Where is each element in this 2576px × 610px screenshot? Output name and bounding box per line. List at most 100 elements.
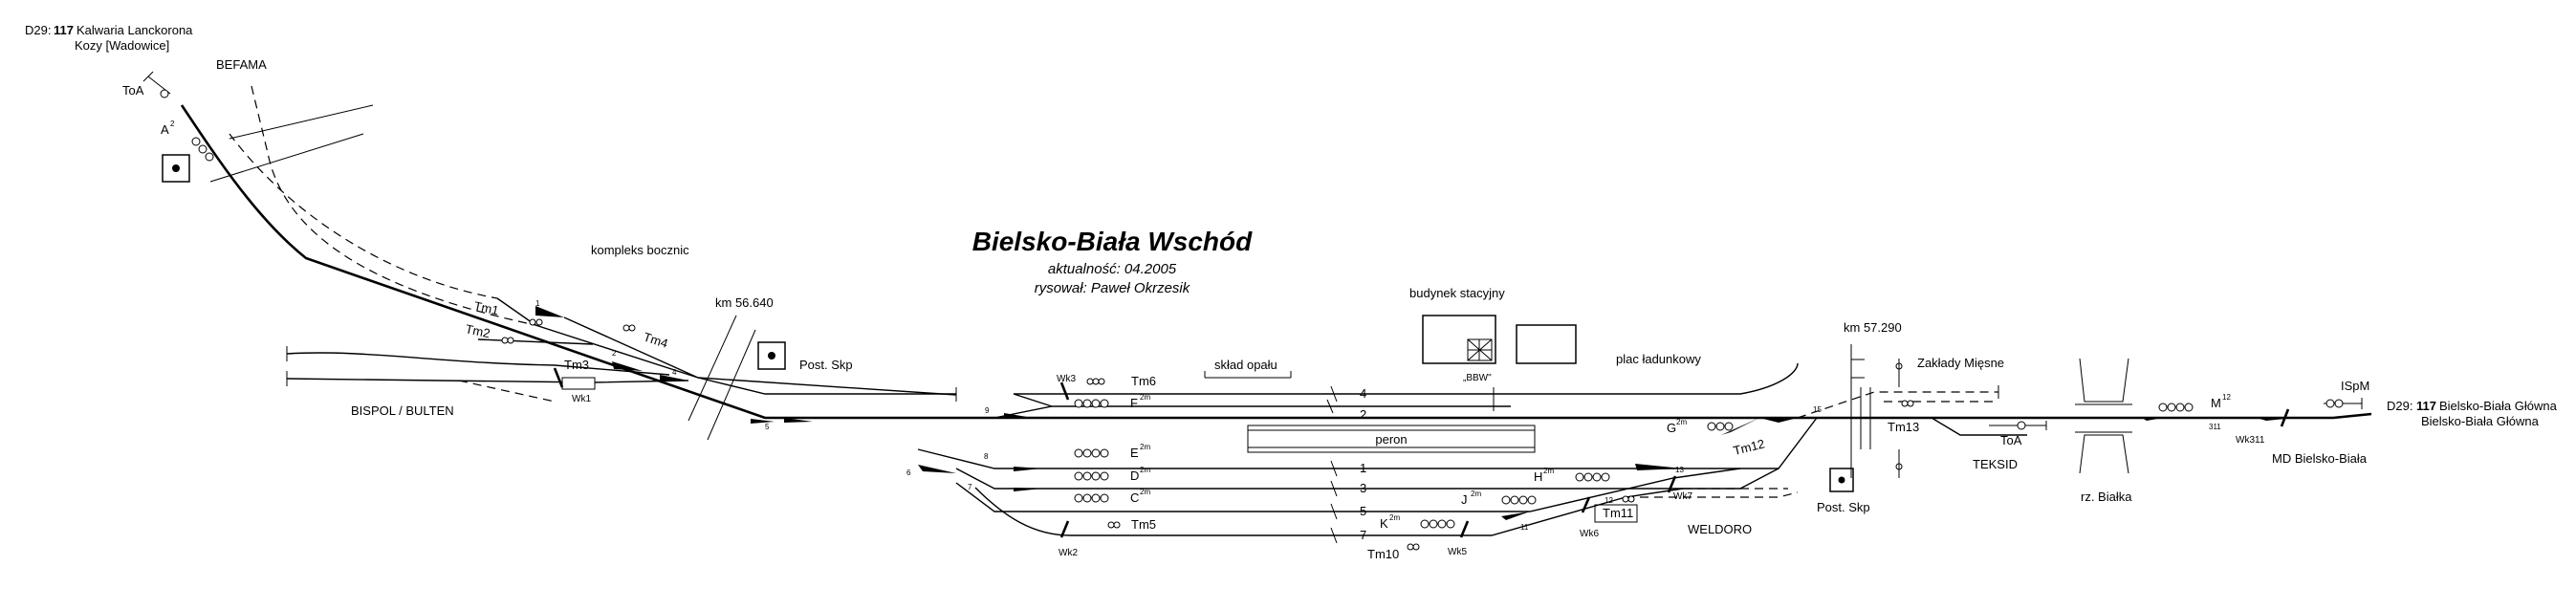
signal-d-group: D 2m xyxy=(1074,466,1150,483)
buffer-bispol-2 xyxy=(286,371,293,386)
river-label: rz. Białka xyxy=(2081,490,2132,504)
main-track-east-end xyxy=(2332,412,2372,420)
tm11-box xyxy=(1594,504,1638,523)
weldoro-label: WELDORO xyxy=(1688,522,1752,536)
ispm-label: ISpM xyxy=(2341,379,2369,393)
toa-west-label: ToA xyxy=(122,83,144,98)
signal-e-label: E xyxy=(1130,446,1139,460)
signal-e-sup: 2m xyxy=(1140,443,1150,451)
track-3-number: 3 xyxy=(1360,481,1366,495)
track-1 xyxy=(917,417,1818,469)
wk5-label: Wk5 xyxy=(1448,547,1467,557)
siding-weldoro xyxy=(1626,491,1799,498)
switch-6: 6 xyxy=(906,468,911,477)
switch-12: 12 xyxy=(1605,496,1613,505)
bispol-label: BISPOL / BULTEN xyxy=(351,403,454,418)
kompleks-label: kompleks bocznic xyxy=(591,243,689,257)
zaklady-posts xyxy=(1851,359,1865,379)
track-7 xyxy=(974,487,1684,536)
switch-15: 15 xyxy=(1813,405,1822,414)
plac-label: plac ładunkowy xyxy=(1616,352,1701,366)
signal-g-label: G xyxy=(1667,421,1676,435)
platform-lines xyxy=(1248,429,1535,448)
tm10-label: Tm10 xyxy=(1367,547,1399,561)
buffer-bispol-1 xyxy=(286,346,293,361)
river-bridge xyxy=(2075,358,2132,474)
sklad-opalu-underline xyxy=(1204,371,1292,379)
km-east: km 57.290 xyxy=(1844,320,1902,335)
tm5-label: Tm5 xyxy=(1131,517,1156,532)
page-title: Bielsko-Biała Wschód xyxy=(972,227,1253,256)
switch-2: 2 xyxy=(612,349,617,358)
siding-skp xyxy=(697,377,957,396)
siding-zaklady xyxy=(1797,391,1998,419)
bbw-label: „BBW" xyxy=(1463,373,1492,383)
author-text: rysował: Paweł Okrzesik xyxy=(1035,280,1191,296)
signal-m-sup: 12 xyxy=(2222,393,2231,402)
signal-a-sup: 2 xyxy=(170,120,175,128)
toa-east-label: ToA xyxy=(2000,433,2022,447)
wk3-label: Wk3 xyxy=(1057,374,1076,384)
siding-befama xyxy=(251,85,536,326)
tm12-label: Tm12 xyxy=(1732,436,1766,458)
switch-311: 311 xyxy=(2209,423,2221,431)
post-skp-west-label: Post. Skp xyxy=(799,358,853,372)
track-1-number: 1 xyxy=(1360,461,1366,475)
signal-c-sup: 2m xyxy=(1140,488,1150,496)
switch-5: 5 xyxy=(765,423,770,431)
signal-f-group: F 2m xyxy=(1074,393,1150,410)
line-west-name2: Kozy [Wadowice] xyxy=(75,38,169,53)
fouling-marks xyxy=(1326,385,1338,544)
zaklady-label: Zakłady Mięsne xyxy=(1917,356,2004,370)
signal-c-group: C 2m xyxy=(1074,488,1150,505)
main-track xyxy=(180,104,2333,420)
line-label-east: D29: 117 Bielsko-Biała Główna Bielsko-Bi… xyxy=(2387,399,2558,428)
tm3-box xyxy=(561,377,596,390)
signal-g-group: G 2m xyxy=(1667,418,1734,435)
tm3-label: Tm3 xyxy=(564,358,589,372)
signal-d-sup: 2m xyxy=(1140,466,1150,474)
tm1-label: Tm1 xyxy=(472,298,500,317)
road-crossing-west-1 xyxy=(209,104,374,183)
signal-f-label: F xyxy=(1130,396,1138,410)
line-east-name: Bielsko-Biała Główna xyxy=(2439,399,2558,413)
track-4-main xyxy=(1013,362,1799,407)
signal-f-sup: 2m xyxy=(1140,393,1150,402)
tm4-label: Tm4 xyxy=(642,330,669,351)
signal-m-label: M xyxy=(2211,396,2221,410)
track-7-number: 7 xyxy=(1360,528,1366,542)
track-bispol-1 xyxy=(286,352,670,376)
signal-e-group: E 2m xyxy=(1074,443,1150,460)
switch-7: 7 xyxy=(968,483,972,491)
line-west-name: Kalwaria Lanckorona xyxy=(76,23,193,37)
signal-ispm-group: ISpM xyxy=(2324,379,2369,409)
platform-label: peron xyxy=(1375,432,1407,447)
line-west-prefix: D29: xyxy=(25,23,51,37)
line-east-prefix: D29: xyxy=(2387,399,2412,413)
track-bispol-2 xyxy=(286,378,689,383)
wk7-label: Wk7 xyxy=(1673,491,1692,502)
signal-k-sup: 2m xyxy=(1389,513,1400,522)
line-east-number: 117 xyxy=(2416,399,2436,413)
signal-a-group: A 2 xyxy=(161,120,214,162)
switch-11: 11 xyxy=(1520,523,1529,532)
signal-j-group: J 2m xyxy=(1461,490,1537,507)
tm13-label: Tm13 xyxy=(1888,420,1919,434)
signal-a-label: A xyxy=(161,122,169,137)
signal-box-west-dot xyxy=(172,164,180,172)
wk1-label: Wk1 xyxy=(572,394,591,404)
signal-h-sup: 2m xyxy=(1543,467,1554,475)
signal-h-group: H 2m xyxy=(1534,467,1610,484)
wk311-label: Wk311 xyxy=(2236,435,2265,446)
signal-j-label: J xyxy=(1461,492,1468,507)
md-label: MD Bielsko-Biała xyxy=(2272,451,2368,466)
track-bispol-dash xyxy=(458,380,556,403)
track-2-number: 2 xyxy=(1360,407,1366,422)
befama-label: BEFAMA xyxy=(216,57,267,72)
post-skp-east-label: Post. Skp xyxy=(1817,500,1870,514)
sklad-opalu-label: skład opału xyxy=(1214,358,1277,372)
tm2-label: Tm2 xyxy=(464,321,491,340)
road-crossing-east xyxy=(1860,387,1871,449)
line-east-name2: Bielsko-Biała Główna xyxy=(2421,414,2540,428)
